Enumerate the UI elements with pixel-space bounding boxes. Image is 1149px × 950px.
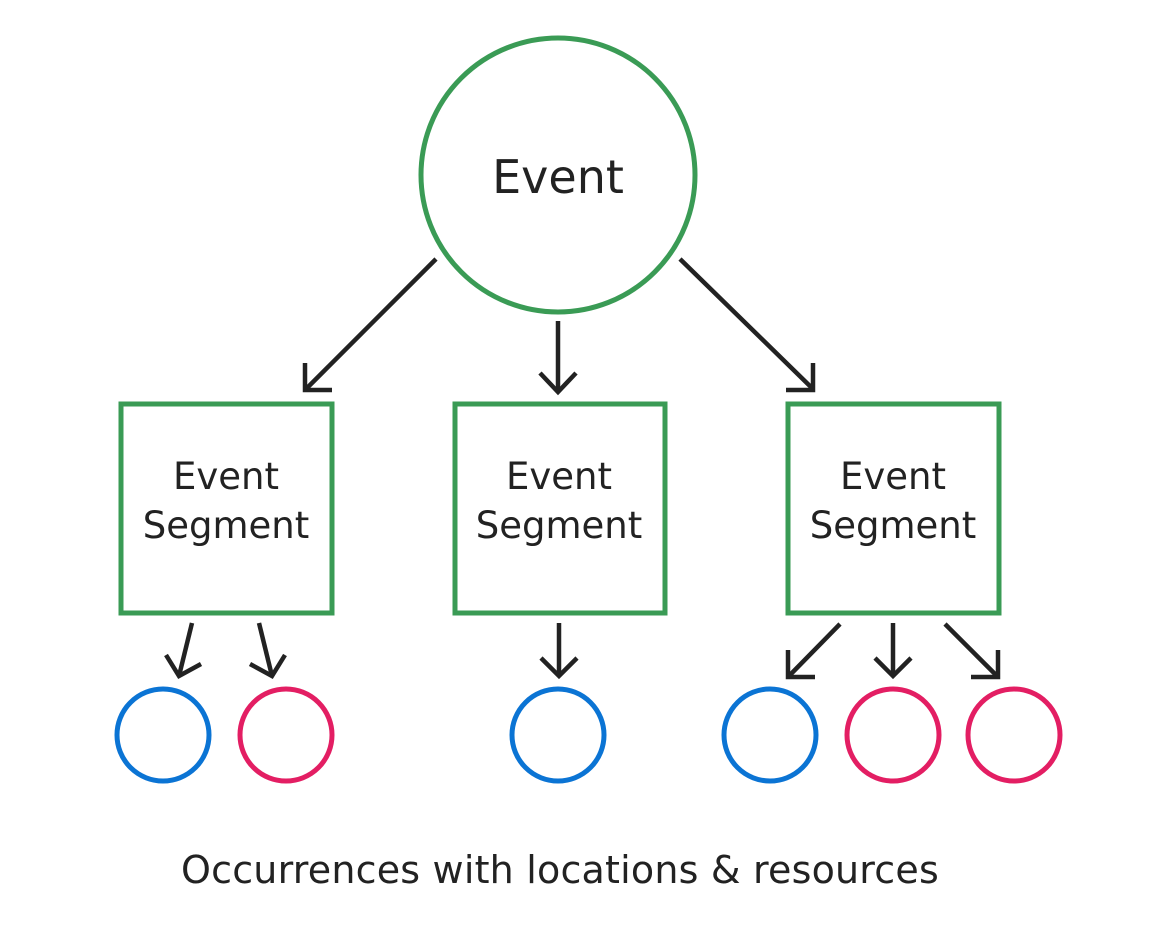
segment-arrows — [164, 622, 1001, 680]
resource-occurrence — [844, 686, 942, 784]
event-label: Event — [492, 150, 624, 204]
resource-occurrence — [237, 686, 335, 784]
segment-box — [452, 401, 668, 616]
root-arrows — [302, 257, 816, 396]
arrow-icon — [785, 622, 842, 680]
segment-label-line2: Segment — [810, 504, 977, 547]
segment-label-line1: Event — [173, 455, 279, 498]
location-occurrence — [509, 686, 607, 784]
segment-box — [118, 401, 335, 616]
location-occurrence — [114, 686, 212, 784]
diagram-caption: Occurrences with locations & resources — [181, 848, 939, 892]
segment-node: Event Segment — [118, 401, 335, 616]
arrow-icon — [538, 321, 578, 396]
arrow-icon — [873, 623, 913, 680]
arrow-icon — [248, 622, 287, 679]
occurrences — [114, 686, 1063, 784]
arrow-icon — [539, 623, 579, 680]
segment-label-line1: Event — [840, 455, 946, 498]
segment-node: Event Segment — [785, 401, 1002, 616]
arrow-icon — [302, 257, 438, 393]
location-occurrence — [721, 686, 819, 784]
arrow-icon — [943, 622, 1001, 680]
segment-label-line1: Event — [506, 455, 612, 498]
event-circle — [418, 35, 698, 315]
segment-node: Event Segment — [452, 401, 668, 616]
arrow-icon — [164, 622, 203, 679]
segment-label-line2: Segment — [476, 504, 643, 547]
segment-box — [785, 401, 1002, 616]
arrow-icon — [678, 257, 816, 393]
event-node: Event — [418, 35, 698, 315]
segment-label-line2: Segment — [143, 504, 310, 547]
resource-occurrence — [965, 686, 1063, 784]
